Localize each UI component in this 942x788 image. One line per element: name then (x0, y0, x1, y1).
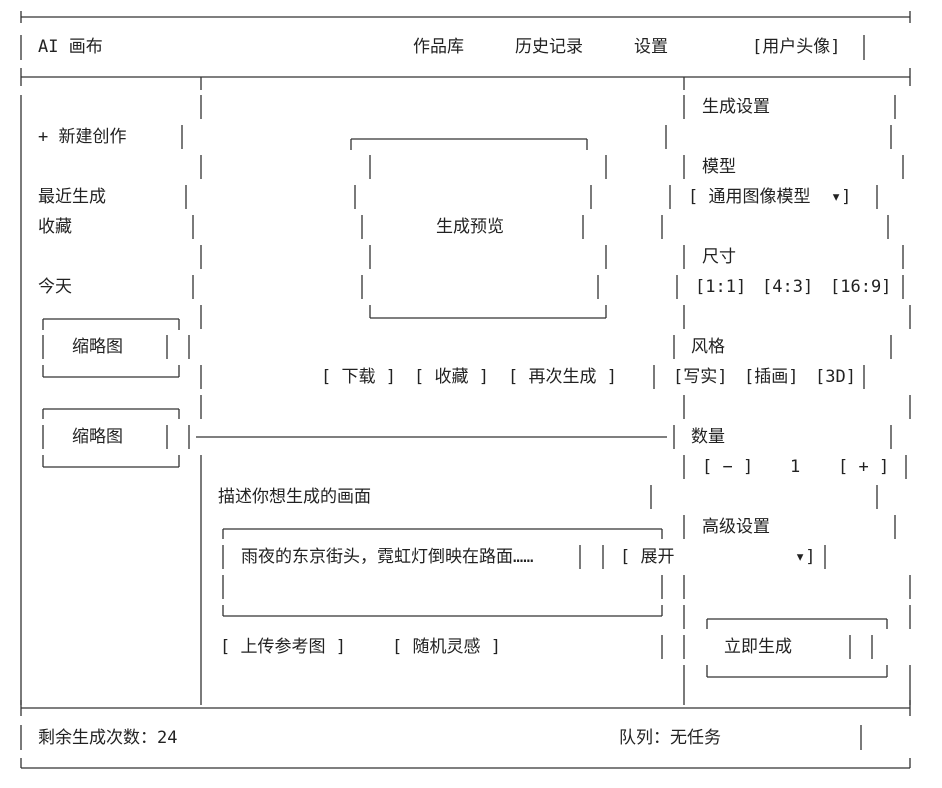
advanced-label: 高级设置 (702, 517, 770, 537)
random-inspiration-button[interactable]: [ 随机灵感 ] (392, 637, 501, 657)
app-brand: AI 画布 (38, 37, 103, 57)
style-label: 风格 (691, 337, 725, 357)
model-label: 模型 (702, 157, 736, 177)
sidebar-item-favorites[interactable]: 收藏 (38, 217, 72, 237)
remaining-count: 剩余生成次数：24 (38, 728, 178, 748)
upload-reference-button[interactable]: [ 上传参考图 ] (220, 637, 346, 657)
chevron-down-icon[interactable]: ▾] (795, 547, 816, 567)
section-today: 今天 (38, 277, 72, 297)
preview-placeholder: 生成预览 (436, 217, 504, 237)
prompt-textarea[interactable]: 雨夜的东京街头，霓虹灯倒映在路面…… (241, 547, 534, 567)
settings-title: 生成设置 (702, 97, 770, 117)
nav-settings[interactable]: 设置 (634, 37, 668, 57)
style-option-3d[interactable]: [3D] (815, 367, 856, 387)
thumbnail-item[interactable]: 缩略图 (72, 337, 123, 357)
size-option-4-3[interactable]: [4:3] (762, 277, 814, 297)
nav-gallery[interactable]: 作品库 (413, 37, 464, 57)
count-label: 数量 (691, 427, 725, 447)
style-option-realistic[interactable]: [写实] (673, 367, 728, 387)
thumbnail-item[interactable]: 缩略图 (72, 427, 123, 447)
style-option-illustration[interactable]: [插画] (744, 367, 799, 387)
model-select[interactable]: [ 通用图像模型 ▾] (688, 187, 852, 207)
download-button[interactable]: [ 下载 ] (321, 367, 396, 387)
generate-now-button[interactable]: 立即生成 (724, 637, 792, 657)
count-value: 1 (790, 457, 801, 477)
size-option-1-1[interactable]: [1:1] (695, 277, 747, 297)
favorite-button[interactable]: [ 收藏 ] (414, 367, 489, 387)
count-increment-button[interactable]: [ + ] (838, 457, 890, 477)
nav-history[interactable]: 历史记录 (515, 37, 583, 57)
count-decrement-button[interactable]: [ − ] (702, 457, 754, 477)
regenerate-button[interactable]: [ 再次生成 ] (508, 367, 617, 387)
size-label: 尺寸 (702, 247, 736, 267)
queue-status: 队列：无任务 (619, 728, 721, 748)
user-avatar[interactable]: [用户头像] (752, 37, 841, 57)
size-option-16-9[interactable]: [16:9] (830, 277, 892, 297)
advanced-toggle[interactable]: [ 展开 (620, 547, 675, 567)
prompt-label: 描述你想生成的画面 (218, 487, 371, 507)
new-creation-button[interactable]: + 新建创作 (38, 127, 127, 147)
sidebar-item-recent[interactable]: 最近生成 (38, 187, 106, 207)
